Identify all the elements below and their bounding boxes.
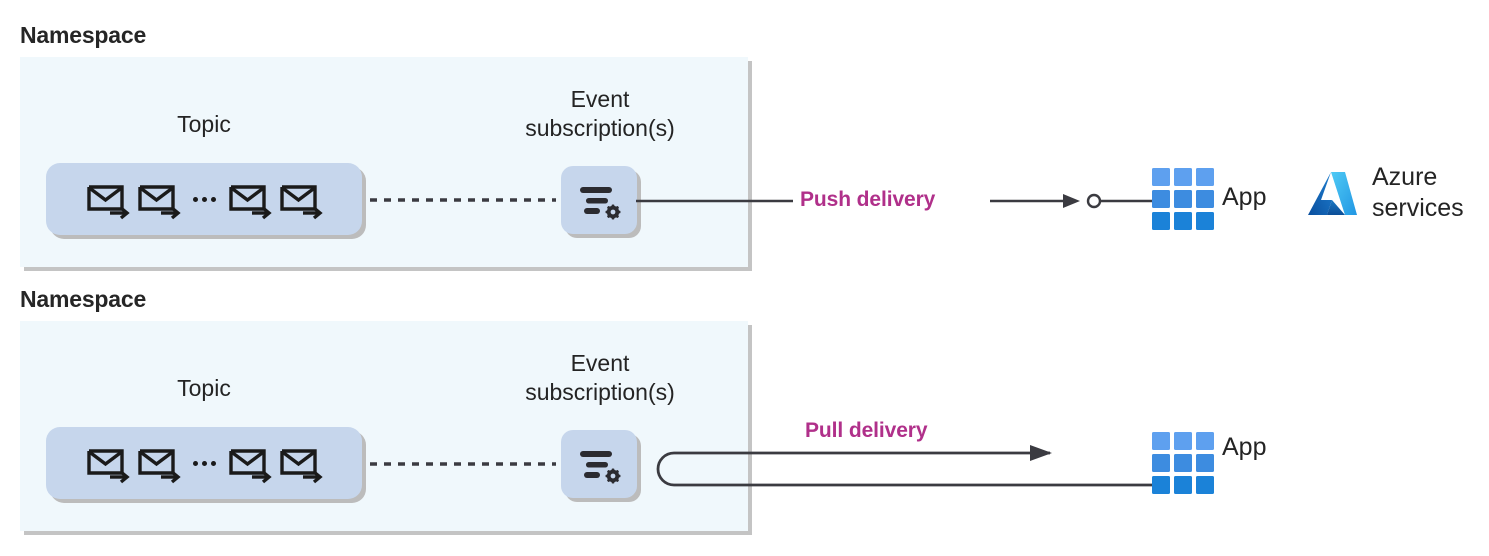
topic-to-subscription-connector-pull xyxy=(370,454,560,474)
app-grid-icon xyxy=(1152,168,1214,230)
topic-label-pull: Topic xyxy=(177,375,231,401)
azure-logo-icon xyxy=(1304,167,1362,225)
ellipsis-icon xyxy=(192,460,216,466)
ellipsis-icon xyxy=(192,196,216,202)
namespace-heading-push: Namespace xyxy=(20,22,147,48)
envelope-arrow-icon xyxy=(86,443,130,484)
envelope-arrow-icon xyxy=(137,443,181,484)
event-subscription-label-pull: Event subscription(s) xyxy=(490,349,710,407)
topic-pill-push[interactable] xyxy=(46,163,362,235)
filter-settings-icon xyxy=(576,444,622,484)
envelope-arrow-icon xyxy=(228,179,272,220)
app-label-pull: App xyxy=(1222,433,1267,461)
pull-delivery-connector xyxy=(650,440,1170,502)
event-subscription-tile-pull[interactable] xyxy=(561,430,637,498)
envelope-arrow-icon xyxy=(279,179,323,220)
push-delivery-tail-connector xyxy=(1100,190,1160,214)
event-subscription-label-line2: subscription(s) xyxy=(525,379,675,405)
envelope-arrow-icon xyxy=(86,179,130,220)
event-subscription-label-line1: Event xyxy=(570,86,630,112)
pull-delivery-label: Pull delivery xyxy=(805,419,928,442)
event-subscription-label-push: Event subscription(s) xyxy=(490,85,710,143)
azure-services-label-line1: Azure xyxy=(1372,163,1438,191)
envelope-arrow-icon xyxy=(228,443,272,484)
app-grid-icon xyxy=(1152,432,1214,494)
topic-label-push: Topic xyxy=(177,111,231,137)
app-label-push: App xyxy=(1222,183,1267,211)
filter-settings-icon xyxy=(576,180,622,220)
envelope-arrow-icon xyxy=(137,179,181,220)
event-subscription-label-line1: Event xyxy=(570,350,630,376)
push-delivery-connector xyxy=(636,190,1106,214)
namespace-heading-pull: Namespace xyxy=(20,286,147,312)
topic-pill-pull[interactable] xyxy=(46,427,362,499)
azure-services-label-line2: services xyxy=(1372,194,1464,222)
envelope-arrow-icon xyxy=(279,443,323,484)
topic-to-subscription-connector-push xyxy=(370,190,560,210)
azure-services-label: Azure services xyxy=(1372,162,1464,224)
event-subscription-tile-push[interactable] xyxy=(561,166,637,234)
push-delivery-label: Push delivery xyxy=(800,188,936,211)
event-subscription-label-line2: subscription(s) xyxy=(525,115,675,141)
